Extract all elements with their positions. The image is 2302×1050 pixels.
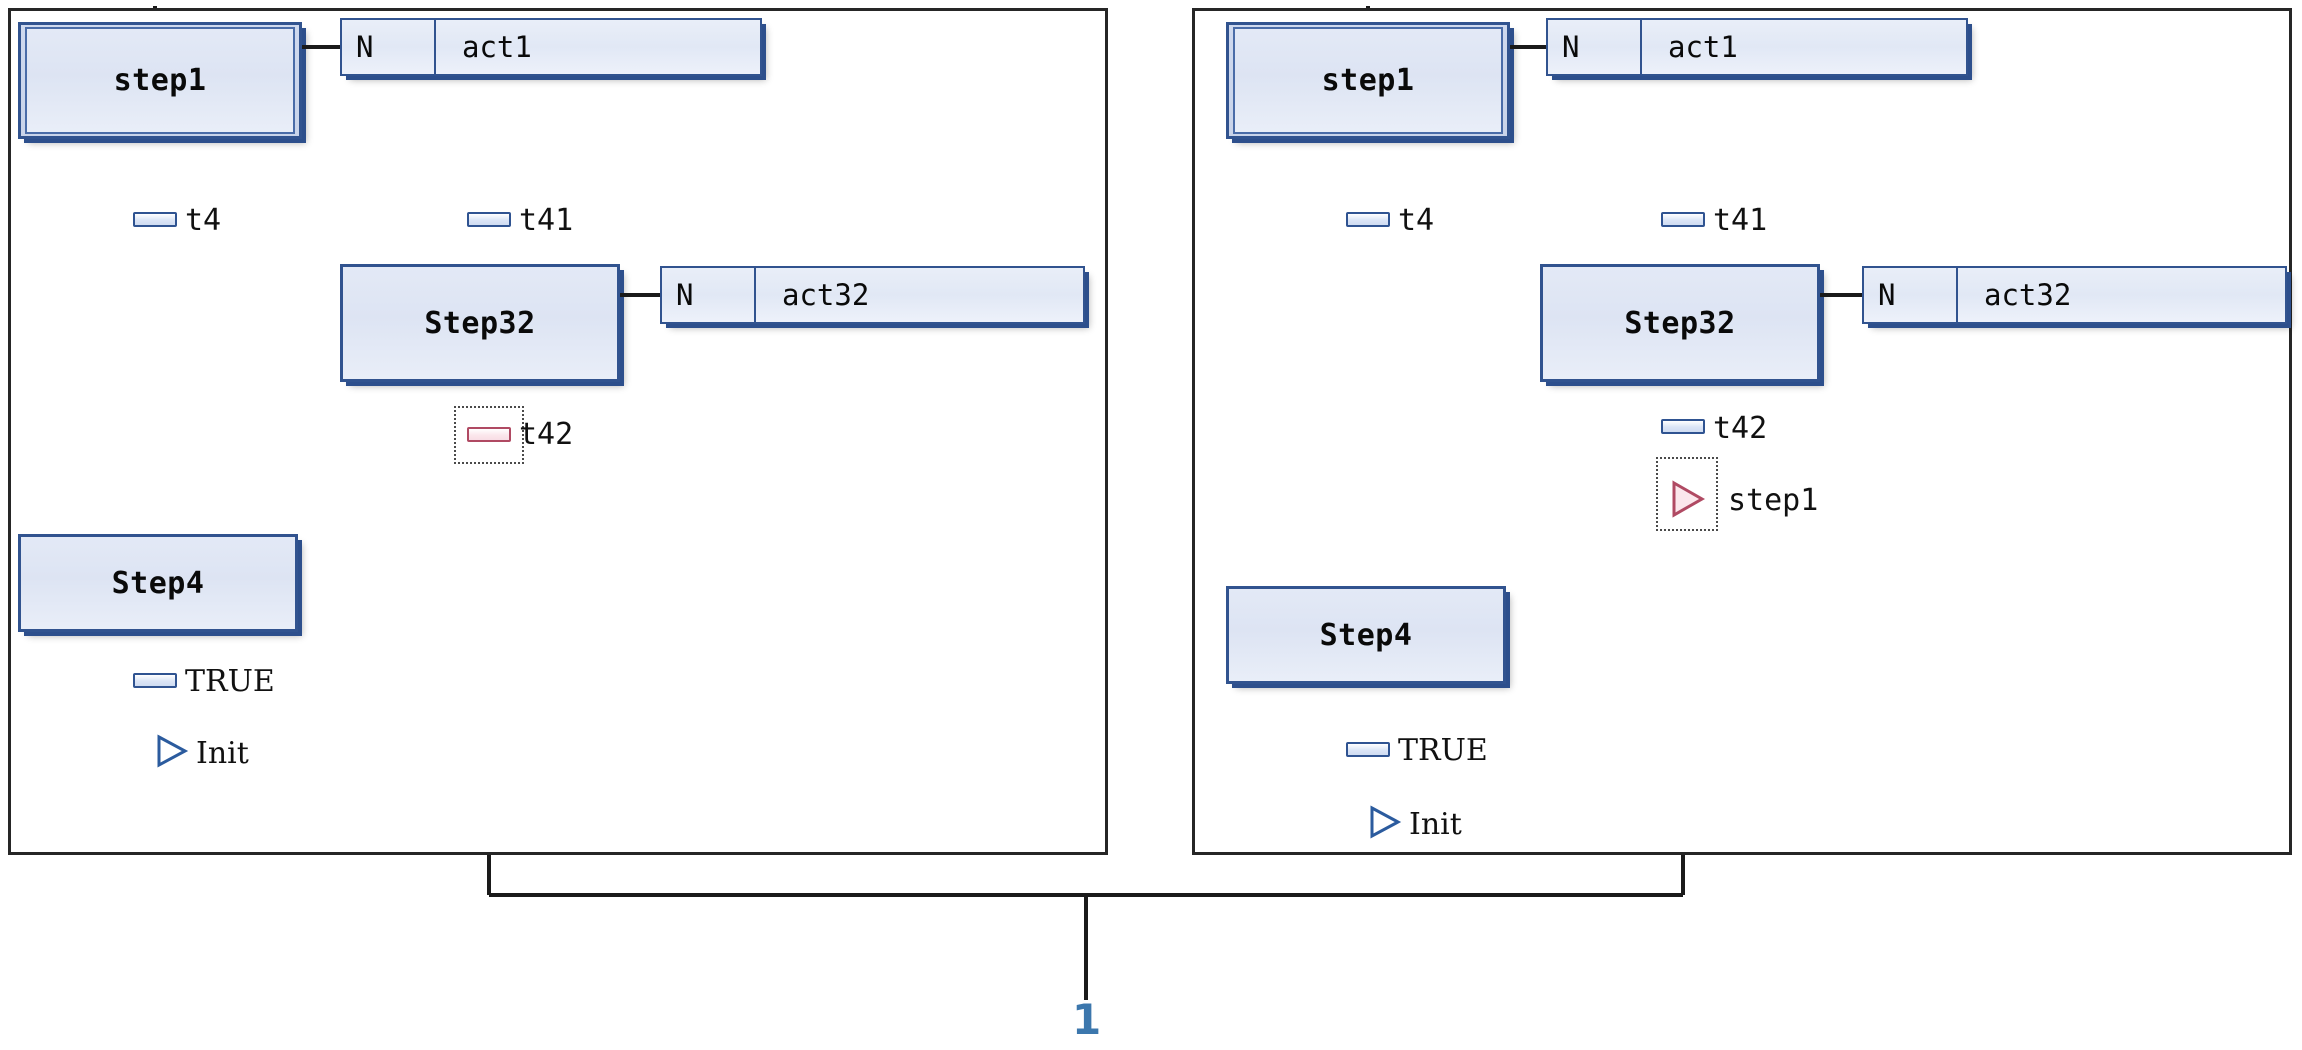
step-step4-left[interactable]: Step4 bbox=[18, 534, 298, 632]
transition-true-left[interactable] bbox=[133, 673, 177, 688]
step-step1-right[interactable]: step1 bbox=[1226, 22, 1510, 139]
jump-init-left-label: Init bbox=[196, 736, 249, 771]
transition-true-right-label: TRUE bbox=[1398, 733, 1488, 768]
jump-init-right-label: Init bbox=[1409, 807, 1462, 842]
transition-t42-right[interactable] bbox=[1661, 419, 1705, 434]
transition-t41-right[interactable] bbox=[1661, 212, 1705, 227]
jump-step1-right-label: step1 bbox=[1728, 483, 1819, 518]
action-body-act32-right: act32 bbox=[1984, 278, 2072, 312]
transition-t41-left[interactable] bbox=[467, 212, 511, 227]
transition-t4-right[interactable] bbox=[1346, 212, 1390, 227]
transition-t42-left[interactable] bbox=[467, 427, 511, 442]
transition-t4-left-label: t4 bbox=[185, 203, 222, 238]
step-step32-left-label: Step32 bbox=[424, 305, 536, 341]
transition-t4-left[interactable] bbox=[133, 212, 177, 227]
action-body-act32-left: act32 bbox=[782, 278, 870, 312]
step-step1-left-label: step1 bbox=[113, 63, 207, 98]
step-step1-left[interactable]: step1 bbox=[18, 22, 302, 139]
action-qualifier-act32-right: N bbox=[1864, 268, 1958, 322]
action-body-act1-right: act1 bbox=[1668, 30, 1738, 64]
step-step1-left-inner: step1 bbox=[25, 27, 295, 134]
action-block-act32-right[interactable]: N act32 bbox=[1862, 266, 2287, 324]
step-step4-left-label: Step4 bbox=[111, 565, 205, 601]
transition-t41-right-label: t41 bbox=[1713, 203, 1768, 238]
action-qualifier-act1-right: N bbox=[1548, 20, 1642, 74]
step-step32-right[interactable]: Step32 bbox=[1540, 264, 1820, 382]
step-step32-left[interactable]: Step32 bbox=[340, 264, 620, 382]
right-sfc-panel[interactable] bbox=[1192, 8, 2292, 855]
selection-box-jump-step1-right[interactable] bbox=[1656, 457, 1718, 531]
transition-true-right[interactable] bbox=[1346, 742, 1390, 757]
left-sfc-panel[interactable] bbox=[8, 8, 1108, 855]
transition-t41-left-label: t41 bbox=[519, 203, 574, 238]
transition-true-left-label: TRUE bbox=[185, 664, 275, 699]
action-block-act1-left[interactable]: N act1 bbox=[340, 18, 762, 76]
step-step1-right-label: step1 bbox=[1321, 63, 1415, 98]
transition-t4-right-label: t4 bbox=[1398, 203, 1435, 238]
transition-t42-right-label: t42 bbox=[1713, 411, 1768, 446]
footer-number: 1 bbox=[1072, 995, 1102, 1044]
action-body-act1-left: act1 bbox=[462, 30, 532, 64]
step-step4-right-label: Step4 bbox=[1319, 617, 1413, 653]
step-step32-right-label: Step32 bbox=[1624, 305, 1736, 341]
action-block-act1-right[interactable]: N act1 bbox=[1546, 18, 1968, 76]
step-step4-right[interactable]: Step4 bbox=[1226, 586, 1506, 684]
action-qualifier-act1-left: N bbox=[342, 20, 436, 74]
action-block-act32-left[interactable]: N act32 bbox=[660, 266, 1085, 324]
action-qualifier-act32-left: N bbox=[662, 268, 756, 322]
selection-box-t42-left[interactable] bbox=[454, 406, 524, 464]
transition-t42-left-label: t42 bbox=[519, 417, 574, 452]
step-step1-right-inner: step1 bbox=[1233, 27, 1503, 134]
